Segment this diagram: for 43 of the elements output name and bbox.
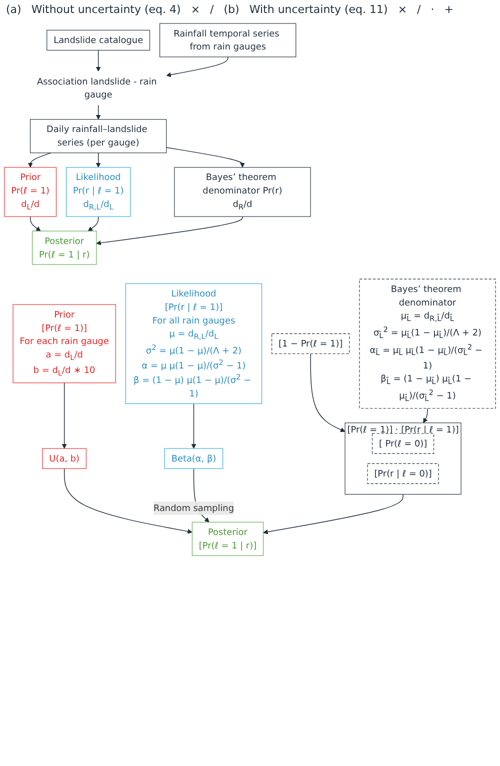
node-box: Rainfall temporal series from rain gauges — [160, 23, 296, 58]
arrow — [96, 152, 101, 168]
arrow — [96, 104, 101, 120]
arrow — [166, 56, 228, 78]
note-text: With uncertainty (eq. 11) — [249, 3, 388, 16]
edge-label: Random sampling — [153, 502, 234, 514]
node-text: Association landslide - rain gauge — [36, 76, 157, 100]
arrow — [96, 50, 101, 72]
arrow — [166, 147, 245, 168]
note-text: / — [417, 3, 421, 16]
arrow — [263, 494, 404, 534]
node-box: Bayes’ theorem denominator Pr(r) d$_{R}$/d — [174, 167, 311, 217]
node-box: Landslide catalogue — [46, 30, 150, 51]
node-box: Likelihood [Pr(r | ℓ = 1)] For all rain gauges μ = d$_{R,L}$/d$_{L}$ σ$^{2}$ = μ(1 − μ)/(Λ + 2) α = μ μ(1 − μ)/(σ$^{2}$ − 1) β = (1 − μ) μ(1 − μ)/(σ$^{2}$ − 1) — [125, 283, 262, 404]
node-box: [1 − Pr(ℓ = 1)] — [272, 333, 350, 354]
note-text: × — [190, 3, 200, 16]
node-box: Likelihood Pr(r | ℓ = 1) d$_{R,L}$/d$_{L}$ — [66, 167, 131, 217]
note-text: · — [430, 3, 434, 16]
node-box: Posterior Pr(ℓ = 1 | r) — [32, 230, 97, 265]
arrow — [310, 353, 346, 432]
arrow — [191, 403, 196, 449]
arrow — [96, 216, 243, 246]
arrow — [30, 216, 41, 232]
arrow — [62, 382, 67, 449]
node-box: Posterior [Pr(ℓ = 1 | r)] — [192, 522, 264, 556]
note-text: + — [444, 3, 454, 16]
note-text: × — [398, 3, 408, 16]
node-box: [ Pr(ℓ = 0)] — [372, 433, 434, 454]
node-box: Daily rainfall–landslide series (per gauge) — [30, 119, 167, 154]
note-text: (b) — [224, 3, 240, 16]
note-text: Without uncertainty (eq. 4) — [31, 3, 181, 16]
note-text: / — [210, 3, 214, 16]
arrow — [64, 468, 192, 534]
arrow — [423, 408, 428, 424]
arrow — [28, 152, 52, 168]
node-box: Prior Pr(ℓ = 1) d$_{L}$/d — [4, 167, 56, 217]
node-box: Bayes’ theorem denominator μ$_{L̄}$ = d$_{R,L̄}$/d$_{L̄}$ σ$_{L̄}$$^{2}$ = μ$_{L̄}$(1 − μ$_{L̄}$)/(Λ + 2) α$_{L̄}$ = μ$_{L̄}$ μ$_{L̄}$(1 − μ$_{L̄}$)/(σ$_{L̄}$$^{2}$ − 1) β$_{L̄}$ = (1 − μ$_{L̄}$) μ$_{L̄}$(1 − μ$_{L̄}$)/(σ$_{L̄}$$^{2}$ − 1) — [359, 278, 496, 409]
arrow — [88, 216, 99, 232]
node-box: [Pr(r | ℓ = 0)] — [367, 463, 439, 484]
node-box: U(a, b) — [42, 448, 86, 469]
node-box: Beta(α, β) — [164, 448, 224, 469]
note-text: (a) — [6, 3, 22, 16]
node-box: Prior [Pr(ℓ = 1)] For each rain gauge a = d$_{L}$/d b = d$_{L}$/d ∗ 10 — [12, 304, 116, 384]
